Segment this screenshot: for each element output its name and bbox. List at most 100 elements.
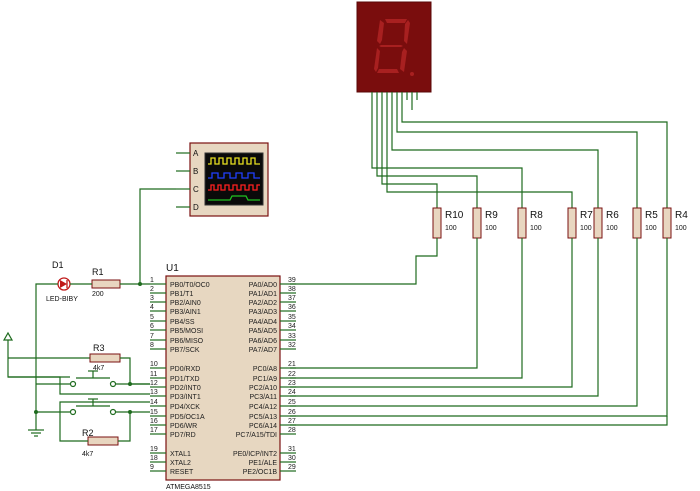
led-wires [35, 282, 150, 414]
u1-right-pin-name: PC0/A8 [253, 366, 277, 373]
u1-left-pin-number: 16 [150, 418, 158, 425]
u1-right-pin-name: PA5/AD5 [249, 328, 277, 335]
resistor-value: 100 [675, 225, 687, 232]
scope-trace-d [208, 195, 260, 201]
u1-right-pin-number: 36 [288, 304, 296, 311]
u1-right-pin-number: 23 [288, 380, 296, 387]
oscilloscope[interactable]: A B C D [176, 142, 269, 217]
resistor-body [593, 207, 603, 239]
u1-right-pin-number: 33 [288, 333, 296, 340]
microcontroller-u1[interactable]: U1 ATMEGA8515 1PB0/T0/OC02PB1/T13PB2/AIN… [150, 263, 296, 491]
u1-right-pin-number: 35 [288, 314, 296, 321]
u1-left-pin-number: 19 [150, 446, 158, 453]
d1-ref: D1 [52, 260, 64, 270]
u1-left-pin-number: 15 [150, 409, 158, 416]
resistor-value: 100 [606, 225, 618, 232]
port-wires [290, 238, 668, 426]
u1-left-pin-number: 10 [150, 361, 158, 368]
u1-pins: 1PB0/T0/OC02PB1/T13PB2/AIN04PB3/AIN15PB4… [150, 277, 296, 476]
u1-left-pin-number: 13 [150, 389, 158, 396]
u1-right-pin-number: 29 [288, 464, 296, 471]
u1-left-pin-name: PB0/T0/OC0 [170, 282, 210, 289]
resistor-value: 100 [485, 225, 497, 232]
u1-right-pin-number: 27 [288, 418, 296, 425]
scope-trace-c [208, 184, 260, 191]
u1-left-pin-number: 11 [150, 371, 157, 378]
u1-right-pin-number: 37 [288, 295, 296, 302]
button-2[interactable] [69, 398, 117, 416]
u1-ref: U1 [166, 263, 179, 274]
r1-ref: R1 [92, 267, 104, 277]
u1-right-pin-name: PC5/A13 [249, 414, 277, 421]
scope-channel-d: D [193, 203, 199, 212]
resistor-value: 100 [445, 225, 457, 232]
resistor-ref: R6 [606, 210, 619, 221]
u1-right-pin-number: 34 [288, 323, 296, 330]
u1-left-pin-name: PB7/SCK [170, 347, 200, 354]
led-d1[interactable]: D1 LED-BIBY [46, 260, 78, 303]
resistor-body [517, 207, 527, 239]
display-segments [374, 19, 414, 76]
resistor-value: 100 [580, 225, 592, 232]
resistor-r2[interactable]: R2 4k7 [82, 428, 119, 458]
u1-left-pin-number: 17 [150, 427, 158, 434]
resistor-r4[interactable]: R4 100 [662, 207, 688, 239]
resistor-r3[interactable]: R3 4k7 [89, 343, 121, 372]
resistor-r1[interactable]: R1 200 [91, 267, 121, 298]
ground-symbol [28, 414, 44, 437]
scope-channel-a: A [193, 149, 199, 158]
u1-left-pin-name: XTAL2 [170, 460, 191, 467]
u1-right-pin-name: PC6/A14 [249, 423, 277, 430]
u1-left-pin-number: 12 [150, 380, 158, 387]
input-wires [8, 357, 150, 442]
u1-right-pin-name: PC1/A9 [253, 376, 277, 383]
scope-screen [204, 152, 264, 206]
u1-left-pin-number: 18 [150, 455, 158, 462]
resistor-value: 100 [645, 225, 657, 232]
u1-part: ATMEGA8515 [166, 484, 211, 491]
u1-right-pin-number: 24 [288, 389, 296, 396]
u1-left-pin-name: PD5/OC1A [170, 414, 205, 421]
resistor-r10[interactable]: R10 100 [432, 207, 464, 239]
resistor-r6[interactable]: R6 100 [593, 207, 619, 239]
u1-left-pin-name: PD1/TXD [170, 376, 200, 383]
u1-left-pin-number: 8 [150, 342, 154, 349]
u1-left-pin-name: PD0/RXD [170, 366, 200, 373]
u1-right-pin-number: 38 [288, 286, 296, 293]
u1-right-pin-name: PA1/AD1 [249, 291, 277, 298]
resistor-ref: R10 [445, 210, 464, 221]
u1-left-pin-number: 6 [150, 323, 154, 330]
u1-right-pin-number: 22 [288, 371, 296, 378]
u1-right-pin-number: 26 [288, 409, 296, 416]
u1-right-pin-name: PC2/A10 [249, 385, 277, 392]
scope-channel-c: C [193, 185, 199, 194]
u1-left-pin-name: PB6/MISO [170, 338, 204, 345]
u1-right-pin-name: PC4/A12 [249, 404, 277, 411]
u1-left-pin-number: 9 [150, 464, 154, 471]
u1-right-pin-number: 39 [288, 277, 296, 284]
u1-right-pin-name: PC7/A15/TDI [236, 432, 277, 439]
u1-right-pin-name: PA3/AD3 [249, 309, 277, 316]
r2-ref: R2 [82, 428, 94, 438]
display-pins [371, 92, 418, 100]
scope-trace-a [208, 157, 260, 165]
display-wires [371, 100, 668, 208]
scope-channel-b: B [193, 167, 198, 176]
button-1[interactable] [69, 370, 117, 388]
u1-left-pin-number: 1 [150, 277, 154, 284]
u1-left-pin-name: PD7/RD [170, 432, 196, 439]
seven-segment-display[interactable] [356, 1, 432, 100]
u1-left-pin-number: 5 [150, 314, 154, 321]
resistor-ref: R4 [675, 210, 688, 221]
u1-left-pin-name: RESET [170, 469, 194, 476]
u1-right-pin-name: PE2/OC1B [243, 469, 278, 476]
u1-right-pin-number: 28 [288, 427, 296, 434]
u1-left-pin-number: 4 [150, 304, 154, 311]
u1-left-pin-name: PD6/WR [170, 423, 197, 430]
u1-right-pin-name: PA7/AD7 [249, 347, 277, 354]
